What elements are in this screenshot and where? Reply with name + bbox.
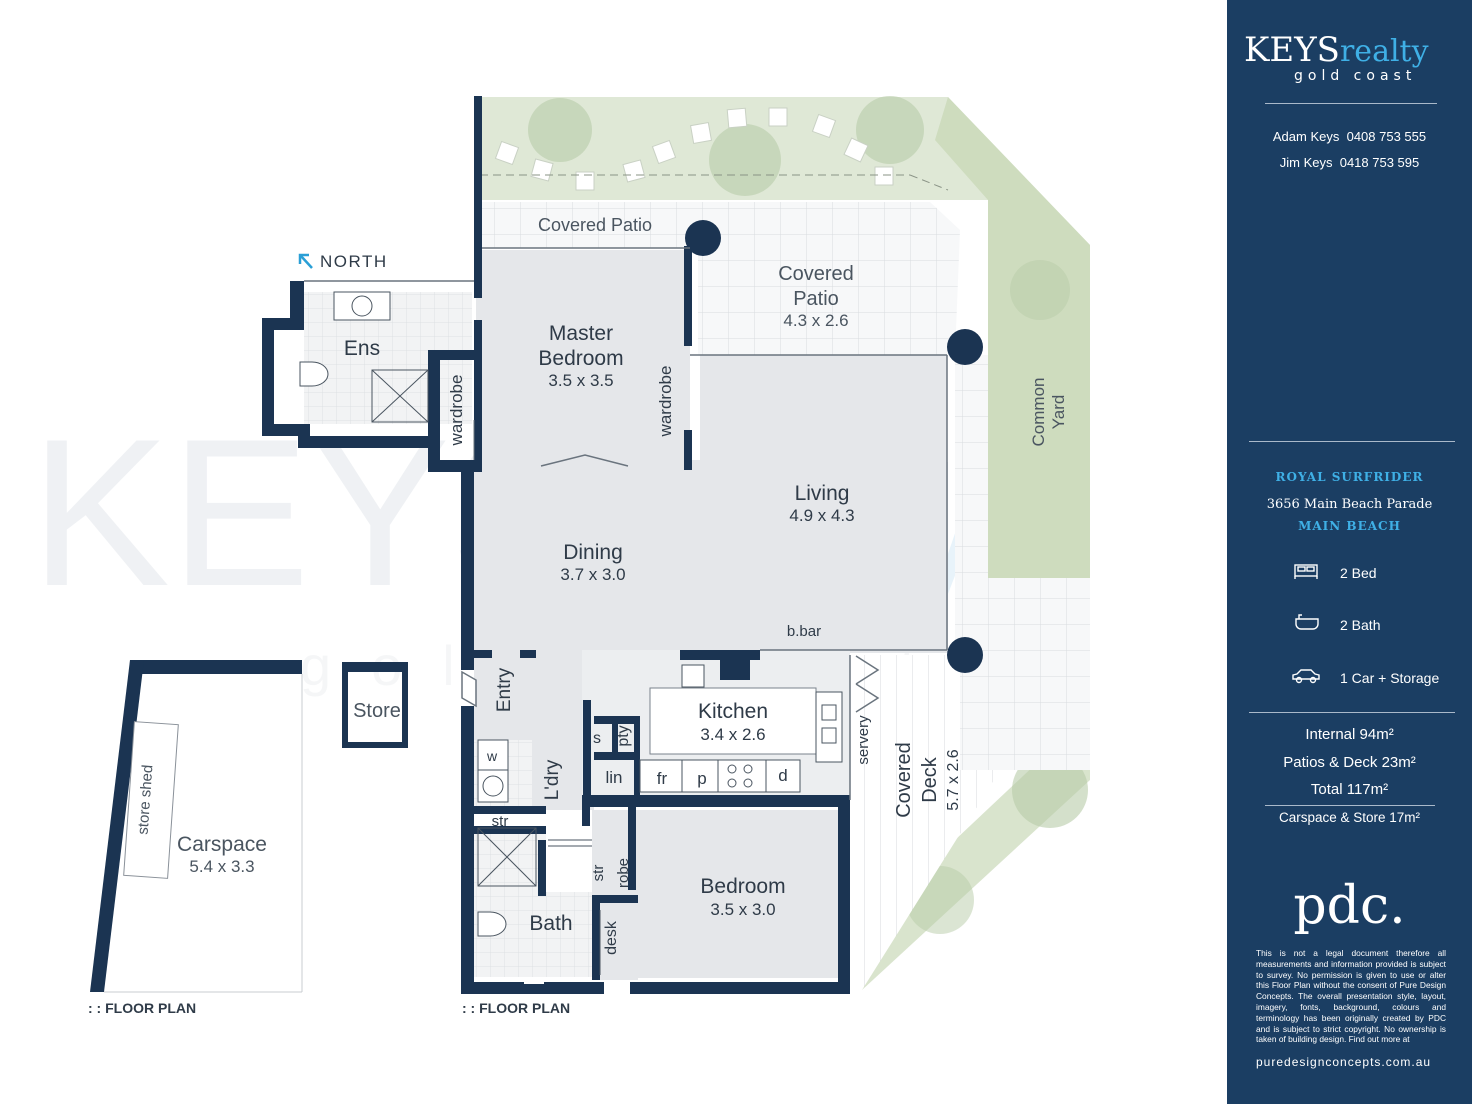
label-dining-dims: 3.7 x 3.0 [560, 565, 625, 584]
label-lin: lin [605, 768, 622, 787]
area-carspace: Carspace & Store 17m² [1278, 810, 1421, 825]
disclaimer: This is not a legal document therefore a… [1256, 948, 1446, 1045]
label-w: w [486, 748, 498, 764]
label-ldry: L'dry [542, 759, 563, 800]
agent-contact-1: Adam Keys 0408 753 555 [1227, 129, 1472, 144]
label-wardrobe-left: wardrobe [447, 375, 466, 447]
divider [1265, 103, 1437, 104]
agent-name: Jim Keys [1279, 155, 1333, 170]
label-covered-patio-line2: Patio [793, 288, 839, 310]
label-robe: robe [615, 858, 632, 888]
logo-sub: gold coast [1294, 68, 1417, 84]
north-indicator: NORTH [298, 252, 388, 271]
property-suburb: MAIN BEACH [1298, 519, 1401, 533]
feature-car: 1 Car + Storage [1340, 670, 1440, 686]
label-master-dims: 3.5 x 3.5 [548, 371, 613, 390]
agent-phone: 0418 753 595 [1339, 155, 1420, 170]
patio-deck-surfaces [476, 202, 1090, 990]
divider [1265, 805, 1435, 806]
label-covered-patio-top: Covered Patio [538, 215, 652, 235]
property-address: 3656 Main Beach Parade [1266, 497, 1433, 512]
sidebar: KEYSrealty gold coast Adam Keys 0408 753… [1227, 0, 1472, 1104]
divider [1249, 712, 1455, 713]
columns [685, 220, 983, 673]
label-bedroom-dims: 3.5 x 3.0 [710, 900, 775, 919]
label-s: s [593, 730, 601, 747]
room-labels: Covered Patio Covered Patio 4.3 x 2.6 Co… [135, 215, 1068, 955]
label-desk: desk [603, 920, 620, 955]
divider [1249, 441, 1455, 442]
label-covered-deck-dims: 5.7 x 2.6 [945, 749, 962, 810]
label-kitchen-dims: 3.4 x 2.6 [700, 725, 765, 744]
label-str-1: str [492, 813, 509, 830]
label-bedroom: Bedroom [700, 875, 785, 898]
carspace-area [104, 674, 303, 993]
label-wardrobe-right: wardrobe [656, 366, 675, 438]
fixtures [299, 291, 843, 975]
label-common-yard-line2: Yard [1049, 395, 1068, 430]
label-store-shed: store shed [135, 764, 157, 835]
label-living: Living [795, 482, 850, 505]
logo-realty: realty [1339, 34, 1429, 69]
agent-contact-2: Jim Keys 0418 753 595 [1227, 155, 1472, 170]
label-kitchen: Kitchen [698, 700, 768, 723]
north-arrow-icon [298, 253, 313, 269]
label-carspace: Carspace [177, 833, 267, 856]
label-covered-deck-line2: Deck [919, 756, 941, 803]
label-living-dims: 4.9 x 4.3 [789, 506, 854, 525]
floor-plan-label-left: : : FLOOR PLAN [88, 1000, 196, 1016]
label-master-line2: Bedroom [538, 347, 623, 370]
logo-keys: KEYS [1244, 30, 1340, 70]
label-covered-deck-line1: Covered [893, 742, 915, 818]
label-p: p [697, 769, 706, 788]
north-label: NORTH [320, 252, 388, 271]
label-servery: servery [855, 715, 872, 765]
label-bath: Bath [529, 912, 572, 935]
label-pty: pty [615, 725, 632, 746]
label-common-yard-line1: Common [1029, 378, 1048, 447]
agent-phone: 0408 753 555 [1346, 129, 1427, 144]
label-store: Store [353, 700, 401, 722]
label-covered-patio-dims: 4.3 x 2.6 [783, 311, 848, 330]
agent-name: Adam Keys [1272, 129, 1340, 144]
pdc-logo: pdc. [1293, 876, 1406, 936]
website-link[interactable]: puredesignconcepts.com.au [1256, 1055, 1432, 1069]
bed-icon [1293, 562, 1321, 580]
floor-plan-label-right: : : FLOOR PLAN [462, 1000, 570, 1016]
label-dining: Dining [563, 541, 623, 564]
label-master-line1: Master [549, 322, 613, 345]
area-internal: Internal 94m² [1305, 726, 1394, 743]
glazing-lines [304, 247, 948, 800]
property-name: ROYAL SURFRIDER [1275, 470, 1424, 484]
area-patios: Patios & Deck 23m² [1283, 754, 1416, 771]
label-d: d [778, 766, 787, 785]
label-str-2: str [590, 865, 607, 882]
area-total: Total 117m² [1310, 781, 1389, 798]
bath-icon [1293, 613, 1321, 631]
feature-bath: 2 Bath [1340, 617, 1381, 633]
label-ensuite: Ens [344, 337, 380, 360]
label-fr: fr [657, 769, 668, 788]
feature-bed: 2 Bed [1340, 565, 1377, 581]
brand-logo: KEYSrealty [1244, 30, 1429, 70]
label-bbar: b.bar [787, 623, 821, 640]
floor-plan-diagram: KEYS realty gold coast [30, 96, 1090, 1016]
label-carspace-dims: 5.4 x 3.3 [189, 857, 254, 876]
car-icon [1291, 667, 1321, 685]
garden-area [475, 96, 1090, 990]
label-covered-patio-line1: Covered [778, 263, 854, 285]
walls [90, 96, 850, 994]
label-entry: Entry [494, 667, 515, 712]
